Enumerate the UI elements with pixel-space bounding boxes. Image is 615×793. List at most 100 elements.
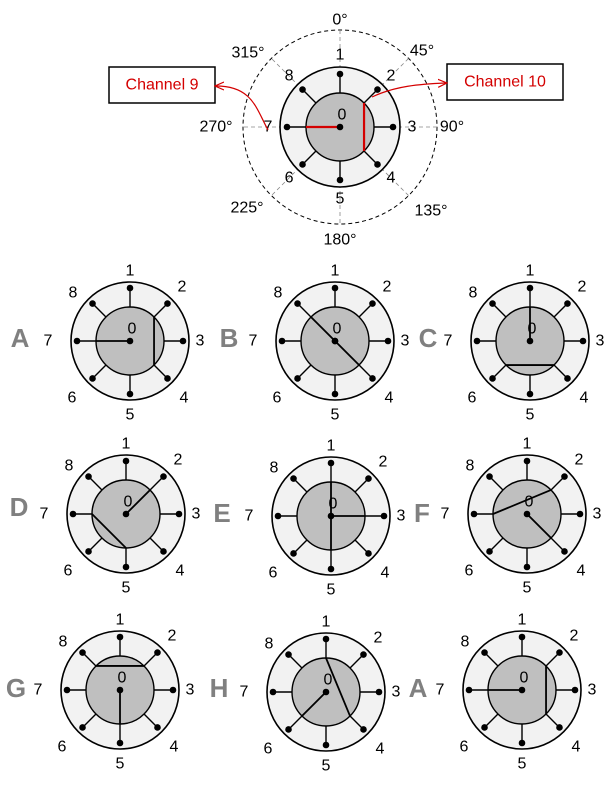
center-label: 0 (128, 321, 137, 338)
channel-10-arrow (371, 83, 446, 98)
port-dot (336, 70, 344, 78)
port-dot (285, 726, 292, 733)
port-label: 4 (176, 563, 185, 580)
port-dot (294, 375, 301, 382)
angle-axis-line (271, 58, 409, 196)
port-label: 1 (327, 438, 336, 455)
port-dot (489, 300, 496, 307)
port-label: 7 (245, 508, 254, 525)
port-label: 6 (269, 565, 278, 582)
port-dot (365, 475, 372, 482)
port-dot (299, 161, 306, 168)
center-dot (526, 337, 534, 345)
port-label: 3 (588, 682, 597, 699)
channel-connection (125, 489, 151, 515)
port-dot (327, 459, 335, 467)
channel-connection (492, 489, 552, 515)
port-label: 7 (44, 333, 53, 350)
port-label: 2 (570, 628, 579, 645)
port-label: 5 (116, 756, 125, 773)
port-dot (160, 473, 167, 480)
port-dot (89, 300, 96, 307)
channel-connection (526, 513, 552, 539)
port-dot (85, 473, 92, 480)
port-label: 8 (285, 68, 294, 85)
angle-label: 315° (231, 45, 264, 62)
port-label: 5 (336, 191, 345, 208)
port-label: 5 (122, 580, 131, 597)
port-label: 3 (593, 506, 602, 523)
option-letter: B (220, 323, 239, 353)
port-label: 8 (270, 460, 279, 477)
port-dot (564, 375, 571, 382)
port-dot (576, 510, 584, 518)
port-dot (89, 375, 96, 382)
port-dot (327, 565, 335, 573)
port-label: 1 (122, 436, 131, 453)
port-dot (380, 512, 388, 520)
angle-label: 0° (332, 12, 347, 29)
port-dot (561, 473, 568, 480)
port-label: 4 (170, 739, 179, 756)
port-dot (526, 284, 534, 292)
port-label: 2 (178, 279, 187, 296)
port-label: 4 (385, 390, 394, 407)
port-label: 2 (386, 68, 395, 85)
option-letter: E (213, 498, 230, 528)
port-label: 5 (331, 407, 340, 424)
port-label: 3 (192, 506, 201, 523)
port-dot (389, 123, 397, 131)
port-dot (561, 548, 568, 555)
option-letter: H (210, 673, 229, 703)
port-dot (116, 633, 124, 641)
port-dot (365, 550, 372, 557)
port-label: 8 (466, 458, 475, 475)
port-dot (375, 688, 383, 696)
port-dot (79, 724, 86, 731)
port-label: 4 (577, 563, 586, 580)
center-label: 0 (338, 107, 347, 124)
center-dot (518, 686, 526, 694)
port-dot (79, 649, 86, 656)
port-label: 5 (518, 756, 527, 773)
port-dot (523, 457, 531, 465)
port-label: 2 (578, 279, 587, 296)
angle-label: 225° (230, 200, 263, 217)
port-dot (374, 86, 381, 93)
option-letter: F (414, 498, 430, 528)
port-dot (322, 635, 330, 643)
center-label: 0 (525, 494, 534, 511)
port-dot (154, 724, 161, 731)
channel-connection (334, 340, 360, 366)
port-dot (526, 390, 534, 398)
port-dot (579, 337, 587, 345)
angle-label: 135° (414, 203, 447, 220)
port-dot (473, 337, 481, 345)
center-dot (331, 337, 339, 345)
port-dot (285, 651, 292, 658)
port-dot (489, 375, 496, 382)
port-dot (481, 724, 488, 731)
port-label: 8 (469, 285, 478, 302)
center-label: 0 (329, 496, 338, 513)
port-label: 6 (68, 390, 77, 407)
center-dot (336, 123, 344, 131)
port-label: 4 (180, 390, 189, 407)
port-label: 8 (69, 285, 78, 302)
port-label: 3 (397, 508, 406, 525)
port-dot (283, 123, 291, 131)
port-label: 8 (274, 285, 283, 302)
port-label: 7 (441, 506, 450, 523)
port-label: 1 (518, 612, 527, 629)
port-label: 7 (264, 119, 273, 136)
port-dot (290, 550, 297, 557)
